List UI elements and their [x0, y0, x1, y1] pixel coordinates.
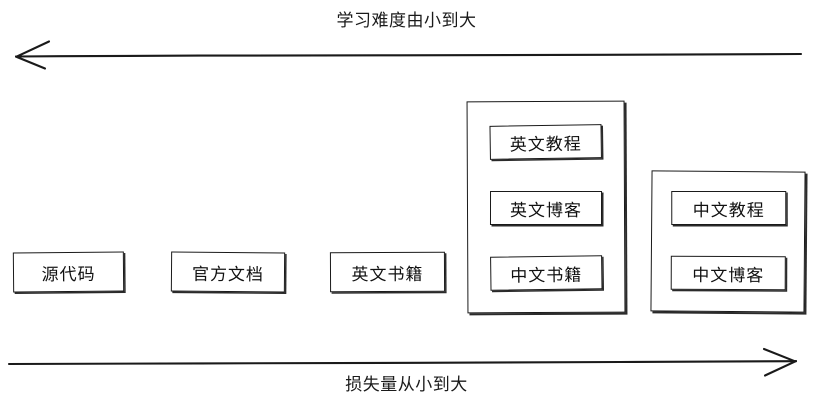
node-label: 中文教程 [692, 200, 765, 220]
node-english-tutorial[interactable]: 英文教程 [489, 124, 602, 160]
bottom-axis-label: 损失量从小到大 [345, 375, 468, 394]
node-label: 英文书籍 [351, 264, 424, 284]
node-label: 中文博客 [692, 265, 765, 285]
node-label: 源代码 [41, 264, 96, 284]
node-chinese-blog[interactable]: 中文博客 [670, 255, 786, 291]
node-english-books[interactable]: 英文书籍 [329, 251, 446, 293]
node-chinese-books[interactable]: 中文书籍 [490, 255, 603, 291]
node-official-docs[interactable]: 官方文档 [170, 251, 286, 293]
arrow-right-icon [7, 347, 798, 377]
node-label: 英文教程 [509, 133, 582, 155]
group-english: 英文教程 英文博客 中文书籍 [466, 100, 626, 314]
top-axis-label: 学习难度由小到大 [336, 11, 477, 30]
node-label: 官方文档 [191, 264, 265, 284]
group-chinese: 中文教程 中文博客 [650, 170, 806, 313]
node-chinese-tutorial[interactable]: 中文教程 [671, 190, 787, 226]
node-english-blog[interactable]: 英文博客 [489, 190, 603, 226]
node-label: 英文博客 [509, 200, 583, 220]
node-source-code[interactable]: 源代码 [12, 251, 125, 293]
node-label: 中文书籍 [510, 265, 583, 285]
arrow-left-icon [14, 40, 803, 70]
